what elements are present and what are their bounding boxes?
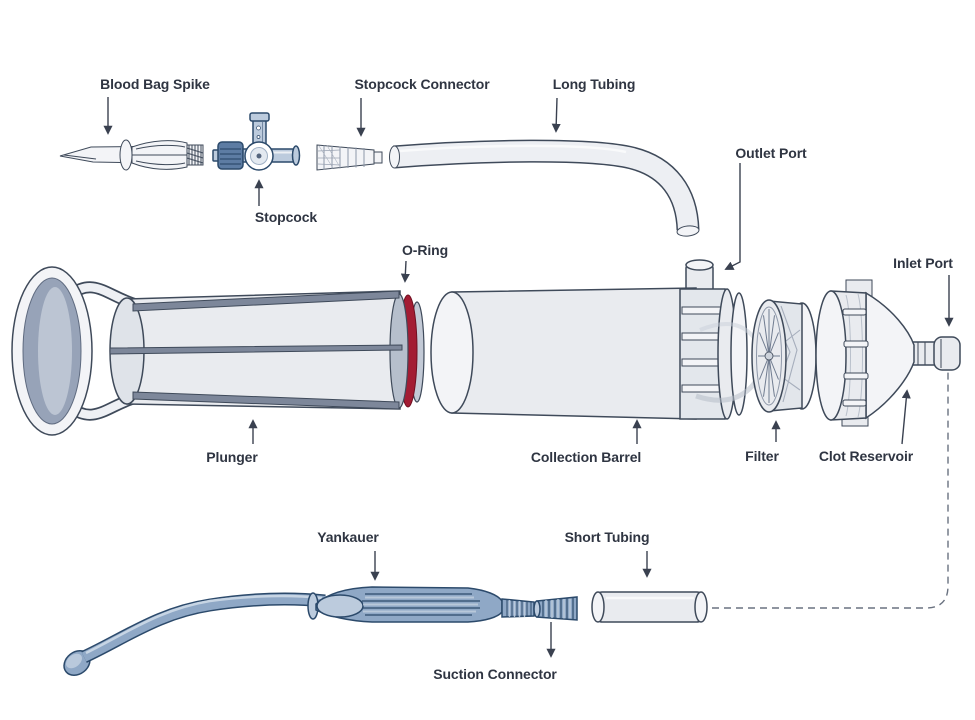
label-outlet-port: Outlet Port [735,145,807,161]
plunger-drawing [11,266,425,436]
short-tubing-drawing [591,591,708,623]
stopcock-connector-drawing [316,144,383,171]
label-long-tubing: Long Tubing [552,76,636,92]
label-filter: Filter [745,448,779,464]
suction-connector-drawing [533,596,578,621]
label-collection-barrel: Collection Barrel [530,449,642,465]
stopcock-drawing [212,112,301,171]
dashed-connection-line [712,372,949,609]
leader-o-ring [400,260,410,283]
leader-clot-reservoir [901,389,911,445]
leader-outlet-port [724,163,741,270]
inlet-port-drawing [909,336,961,371]
label-suction-connector: Suction Connector [433,666,557,682]
label-stopcock-connector: Stopcock Connector [354,76,490,92]
label-o-ring: O-Ring [401,242,449,258]
leader-lines [103,97,954,658]
long-tubing-drawing [389,139,700,237]
label-yankauer: Yankauer [317,529,379,545]
label-stopcock: Stopcock [254,209,318,225]
yankauer-drawing [63,586,535,676]
label-clot-reservoir: Clot Reservoir [818,448,914,464]
label-blood-bag-spike: Blood Bag Spike [100,76,210,92]
label-plunger: Plunger [206,449,258,465]
label-inlet-port: Inlet Port [893,255,953,271]
label-short-tubing: Short Tubing [564,529,650,545]
leader-long-tubing [551,97,561,133]
clot-reservoir-drawing [815,279,961,427]
collection-barrel-drawing [430,259,763,420]
blood-bag-spike-drawing [59,139,204,171]
filter-drawing [751,299,817,413]
